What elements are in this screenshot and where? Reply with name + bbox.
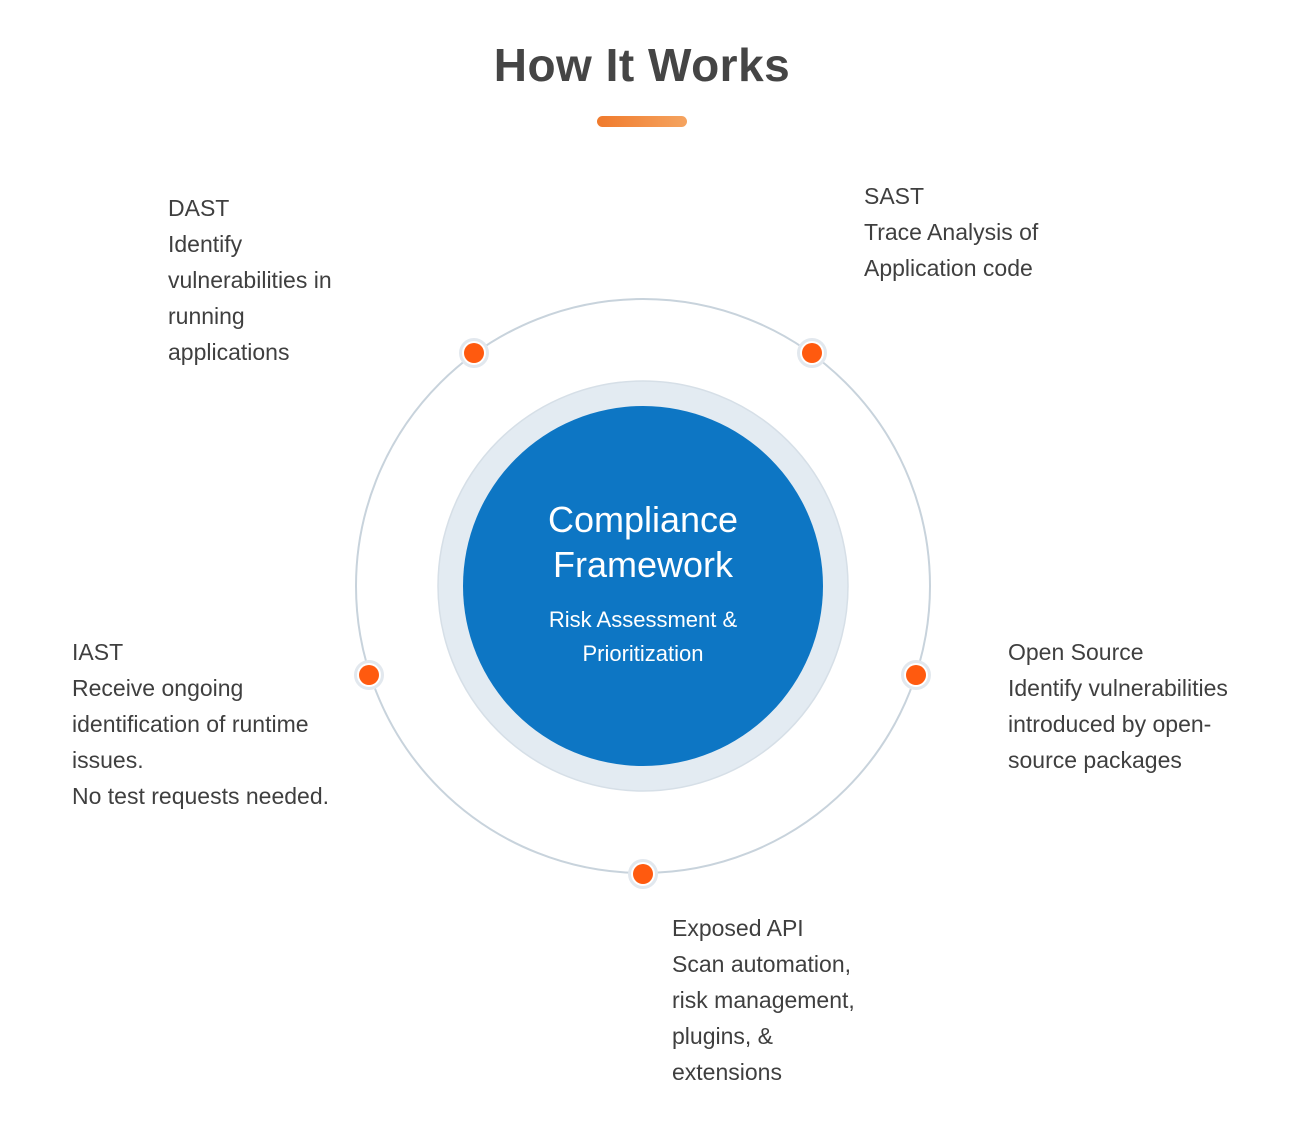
- label-line: Trace Analysis of: [864, 219, 1039, 245]
- title-underline: [597, 116, 687, 127]
- label-line: Identify: [168, 231, 243, 257]
- node-open-source: [901, 660, 931, 690]
- label-line: Application code: [864, 255, 1033, 281]
- label-sast: SAST Trace Analysis of Application code: [864, 178, 1038, 286]
- label-line: issues.: [72, 747, 144, 773]
- label-dast: DAST Identify vulnerabilities in running…: [168, 190, 332, 370]
- label-open-source: Open Source Identify vulnerabilities int…: [1008, 634, 1228, 778]
- label-line: Scan automation,: [672, 951, 852, 977]
- node-dot: [633, 864, 653, 884]
- label-heading: Exposed API: [672, 915, 804, 941]
- label-line: source packages: [1008, 747, 1182, 773]
- label-line: applications: [168, 339, 290, 365]
- node-dast: [459, 338, 489, 368]
- label-heading: Open Source: [1008, 639, 1144, 665]
- node-sast: [797, 338, 827, 368]
- label-line: risk management,: [672, 987, 855, 1013]
- node-dot: [906, 665, 926, 685]
- label-line: Receive ongoing: [72, 675, 244, 701]
- page-title: How It Works: [493, 39, 791, 91]
- label-line: introduced by open-: [1008, 711, 1212, 737]
- center-circle: [463, 406, 823, 766]
- center-subtitle: Risk Assessment & Prioritization: [548, 607, 738, 666]
- center-label: Compliance Framework Risk Assessment & P…: [463, 406, 823, 766]
- label-line: extensions: [672, 1059, 782, 1085]
- label-heading: SAST: [864, 183, 925, 209]
- node-dot: [464, 343, 484, 363]
- label-line: No test requests needed.: [72, 783, 329, 809]
- label-line: vulnerabilities in: [168, 267, 332, 293]
- node-exposed-api: [628, 859, 658, 889]
- node-dot: [802, 343, 822, 363]
- node-dot: [359, 665, 379, 685]
- node-iast: [354, 660, 384, 690]
- label-line: identification of runtime: [72, 711, 309, 737]
- label-line: plugins, &: [672, 1023, 774, 1049]
- label-iast: IAST Receive ongoing identification of r…: [72, 634, 329, 814]
- label-exposed-api: Exposed API Scan automation, risk manage…: [672, 910, 855, 1090]
- label-heading: DAST: [168, 195, 230, 221]
- label-line: Identify vulnerabilities: [1008, 675, 1228, 701]
- label-heading: IAST: [72, 639, 124, 665]
- center-title: Compliance Framework: [547, 499, 739, 585]
- label-line: running: [168, 303, 245, 329]
